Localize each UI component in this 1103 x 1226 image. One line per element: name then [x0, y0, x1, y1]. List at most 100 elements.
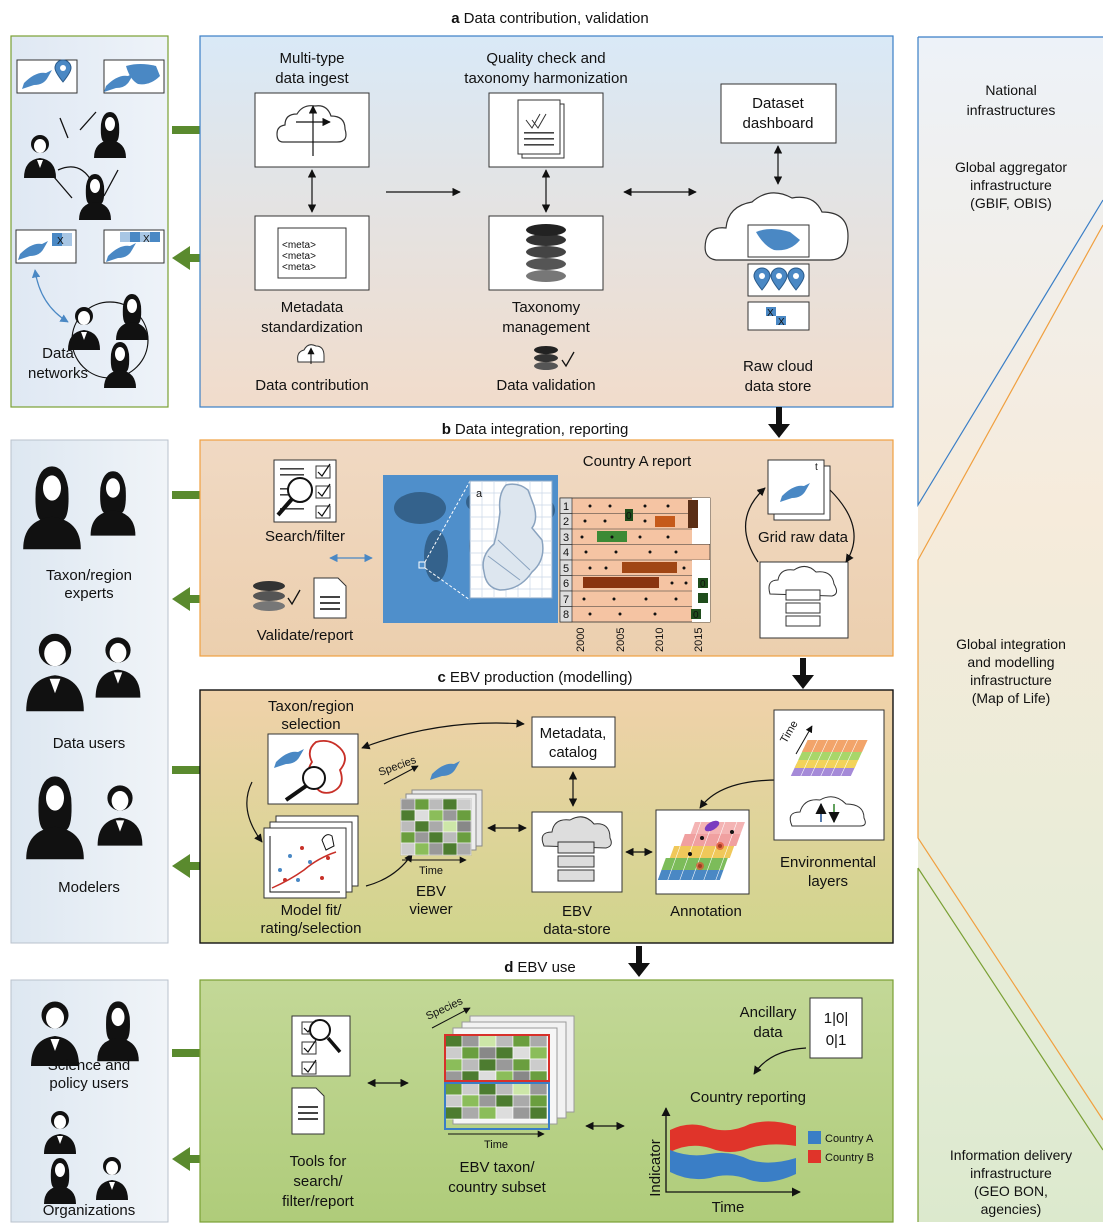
report-title: Country A report: [583, 453, 692, 470]
svg-text:2005: 2005: [615, 628, 627, 652]
data-contribution-label: Data contribution: [255, 377, 368, 394]
env-annotation-arrow: [699, 779, 779, 809]
svg-text:5: 5: [563, 563, 569, 575]
svg-text:t: t: [815, 462, 818, 473]
svg-text:Time: Time: [712, 1199, 745, 1216]
modelers-label: Modelers: [58, 879, 120, 896]
grid-cycle-arrow-right: [829, 489, 855, 563]
ancillary-arrow: [753, 1047, 807, 1075]
network-link-arrow: [31, 269, 69, 323]
quality-doc-box: [488, 92, 604, 168]
model-fit-icon: [263, 815, 359, 899]
indicator-chart: Indicator Time: [647, 1107, 801, 1216]
raw-cloud-store: X X: [704, 192, 849, 331]
grid-cycle-arrow-left: [745, 487, 766, 563]
country-reporting-label: Country reporting: [690, 1089, 806, 1106]
data-networks-people: [68, 294, 149, 388]
bird-range-card: [103, 59, 165, 94]
svg-text:X: X: [57, 236, 64, 247]
ebv-datastore-icon: [531, 811, 623, 893]
model-fit-label: Model fit/rating/selection: [261, 902, 362, 937]
svg-text:2010: 2010: [654, 628, 666, 652]
svg-text:<meta>: <meta>: [282, 240, 316, 251]
contributor-network: [24, 111, 126, 220]
svg-text:Country B: Country B: [825, 1152, 874, 1164]
taxonomy-db-box: [488, 215, 604, 291]
svg-text:1: 1: [563, 501, 569, 513]
ebv-subset-label: EBV taxon/country subset: [448, 1159, 546, 1196]
organizations-panel: [10, 979, 169, 1223]
annotation-icon: [655, 809, 750, 895]
svg-text:1|0|0|1: 1|0|0|1: [824, 1010, 848, 1049]
annotation-label: Annotation: [670, 903, 742, 920]
grid-raw-data-icons: t: [759, 459, 849, 639]
validate-report-label: Validate/report: [257, 627, 354, 644]
svg-text:0: 0: [626, 511, 632, 522]
svg-text:0: 0: [693, 610, 699, 621]
bird-location-card: [16, 59, 78, 94]
svg-text:4: 4: [563, 547, 569, 559]
report-document-icon: [313, 577, 347, 619]
svg-text:<meta>: <meta>: [282, 262, 316, 273]
selection-model-arrow: [246, 781, 263, 843]
country-legend: Country A Country B: [808, 1131, 874, 1164]
organizations-label: Organizations: [43, 1202, 136, 1219]
svg-text:X: X: [778, 317, 785, 328]
metadata-window: <meta> <meta> <meta>: [254, 215, 370, 291]
svg-text:6: 6: [563, 578, 569, 590]
svg-text:Time: Time: [484, 1139, 508, 1151]
data-users-label: Data users: [53, 735, 126, 752]
search-filter-label: Search/filter: [265, 528, 345, 545]
svg-text:8: 8: [563, 609, 569, 621]
svg-text:2: 2: [563, 516, 569, 528]
svg-text:7: 7: [563, 594, 569, 606]
model-viewer-arrow: [365, 853, 413, 887]
world-map: a: [383, 475, 558, 623]
svg-text:X: X: [767, 308, 774, 319]
svg-text:Country A: Country A: [825, 1133, 874, 1145]
data-validation-label: Data validation: [496, 377, 595, 394]
grid-raw-data-label: Grid raw data: [758, 529, 849, 546]
svg-text:2015: 2015: [693, 628, 705, 652]
ancillary-data-box: 1|0|0|1: [809, 997, 863, 1059]
infrastructure-column: [917, 36, 1103, 1222]
environmental-layers-icon: Time: [773, 709, 885, 841]
svg-text:<meta>: <meta>: [282, 251, 316, 262]
bird-grid-card-left: X: [15, 229, 77, 264]
validation-db-icon: [534, 346, 575, 370]
svg-text:2000: 2000: [575, 628, 587, 652]
country-report-table: 1 2 3 4 5 6 7 8 0 0 0: [559, 497, 711, 652]
metadata-catalog-box[interactable]: Metadata,catalog: [531, 716, 616, 768]
validate-db-icon: [253, 581, 301, 611]
svg-text:0: 0: [700, 579, 706, 590]
svg-text:Indicator: Indicator: [647, 1139, 664, 1197]
svg-text:Time: Time: [419, 865, 443, 877]
bird-grid-card-right: X: [103, 229, 165, 264]
taxon-selection-icon: [267, 733, 359, 805]
contribution-cloud-icon: [297, 344, 325, 364]
svg-text:a: a: [476, 488, 483, 500]
flow-down-arrows: [628, 407, 814, 977]
svg-text:X: X: [143, 234, 150, 245]
